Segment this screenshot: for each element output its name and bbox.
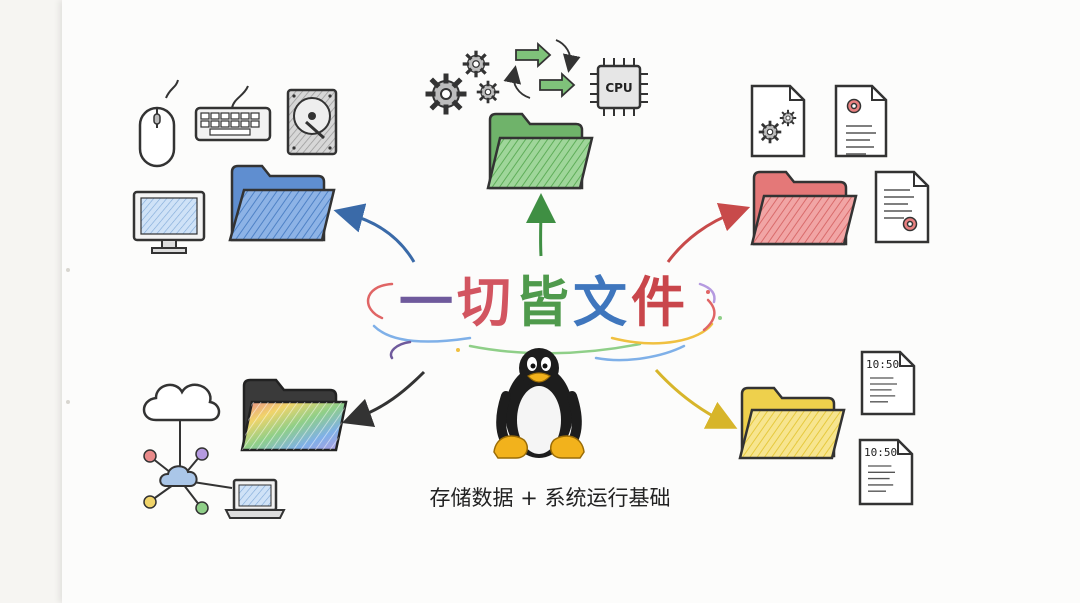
log-document-icon: 10:50: [860, 440, 912, 504]
cloud-icon: [144, 385, 219, 420]
settings-document-icon: [836, 86, 886, 156]
monitor-icon: [134, 192, 204, 253]
title-char: 切: [457, 271, 515, 334]
title-char: 皆: [515, 271, 573, 334]
main-title: 一切皆文件: [384, 268, 704, 338]
arrow-to-network: [356, 372, 424, 418]
mouse-icon: [140, 80, 178, 166]
arrow-to-hardware: [348, 214, 414, 262]
config-document-icon: [752, 86, 804, 156]
sync-arrows-icon: [514, 40, 574, 98]
folder-yellow-icon: [740, 388, 844, 458]
cpu-chip-icon: CPU: [590, 58, 648, 116]
network-icon: [144, 420, 232, 514]
title-char: 文: [573, 271, 631, 334]
log-document-icon: 10:50: [862, 352, 914, 414]
folder-blue-icon: [230, 166, 334, 240]
folder-red-icon: [752, 172, 856, 244]
subtitle: 存储数据 + 系统运行基础: [380, 482, 720, 512]
hard-drive-icon: [288, 90, 336, 154]
cpu-label: CPU: [605, 81, 632, 95]
title-char: 件: [631, 271, 689, 334]
log-time-label: 10:50: [864, 446, 897, 459]
title-char: 一: [399, 271, 457, 334]
folder-rainbow-icon: [242, 380, 346, 450]
keyboard-icon: [196, 86, 270, 140]
tux-penguin-icon: [494, 348, 584, 458]
folder-green-icon: [488, 114, 592, 188]
gears-icon: [428, 52, 498, 112]
arrow-to-config: [668, 212, 736, 262]
settings-document-icon: [876, 172, 928, 242]
arrow-to-logs: [656, 370, 724, 422]
log-time-label: 10:50: [866, 358, 899, 371]
laptop-icon: [226, 480, 284, 518]
